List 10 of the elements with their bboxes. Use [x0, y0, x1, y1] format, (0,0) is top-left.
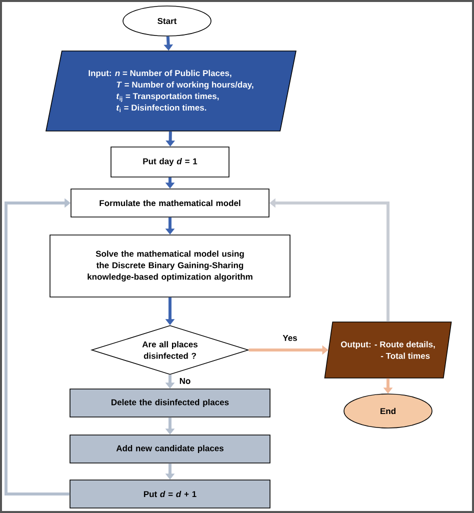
process-box: Formulate the mathematical model — [70, 188, 270, 218]
process-box: Add new candidate places — [70, 434, 270, 464]
output-parallelogram: Output: - Route details, - Total times — [324, 322, 452, 378]
process-box: Put d = d + 1 — [70, 480, 270, 508]
process-box: Solve the mathematical model using the Discrete Binary Gaining-Sharing knowledge-based optimization algorithm — [50, 234, 290, 298]
process-box: Delete the disinfected places — [70, 388, 270, 418]
process-box: Put day d = 1 — [110, 146, 230, 178]
input-parallelogram: Input: n = Number of Public Places, T = Number of working hours/day, t$_{ij}$ = Transportation times, t$_{i}$ = Disinfection times. — [46, 50, 296, 132]
edge-label: No — [178, 377, 192, 385]
edge-label: Yes — [282, 334, 298, 342]
